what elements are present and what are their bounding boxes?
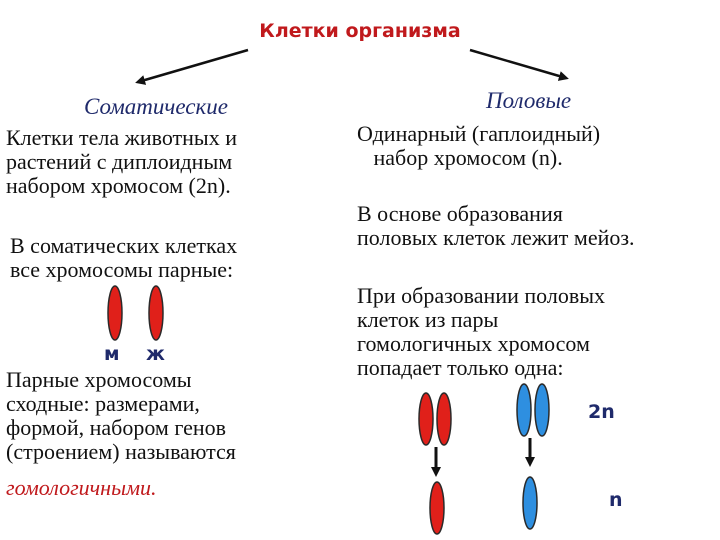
somatic-pairs-text: В соматических клетках все хромосомы пар… <box>10 234 237 282</box>
female-label: ж <box>146 343 165 365</box>
arrow-to-sex <box>470 50 566 78</box>
meiosis-text: В основе образования половых клеток лежи… <box>357 202 635 250</box>
chromosome-red <box>149 286 163 340</box>
chromosome-blue <box>517 384 531 436</box>
chromosome-red <box>430 482 444 534</box>
somatic-definition: Клетки тела животных и растений с диплои… <box>6 126 237 198</box>
homologous-description: Парные хромосомы сходные: размерами, фор… <box>6 368 236 464</box>
sex-heading: Половые <box>486 88 571 114</box>
chromosome-red <box>437 393 451 445</box>
chromosome-red <box>108 286 122 340</box>
gamete-formation-text: При образовании половых клеток из пары г… <box>357 284 605 380</box>
haploid-label: n <box>609 489 623 511</box>
somatic-heading: Соматические <box>84 94 228 120</box>
male-label: м <box>104 343 120 365</box>
diploid-label: 2n <box>588 401 615 423</box>
chromosome-blue <box>535 384 549 436</box>
chromosome-blue <box>523 477 537 529</box>
sex-haploid-text: Одинарный (гаплоидный) набор хромосом (n… <box>357 122 600 170</box>
homologous-term: гомологичными. <box>6 476 157 500</box>
arrow-to-somatic <box>138 50 248 82</box>
chromosome-red <box>419 393 433 445</box>
